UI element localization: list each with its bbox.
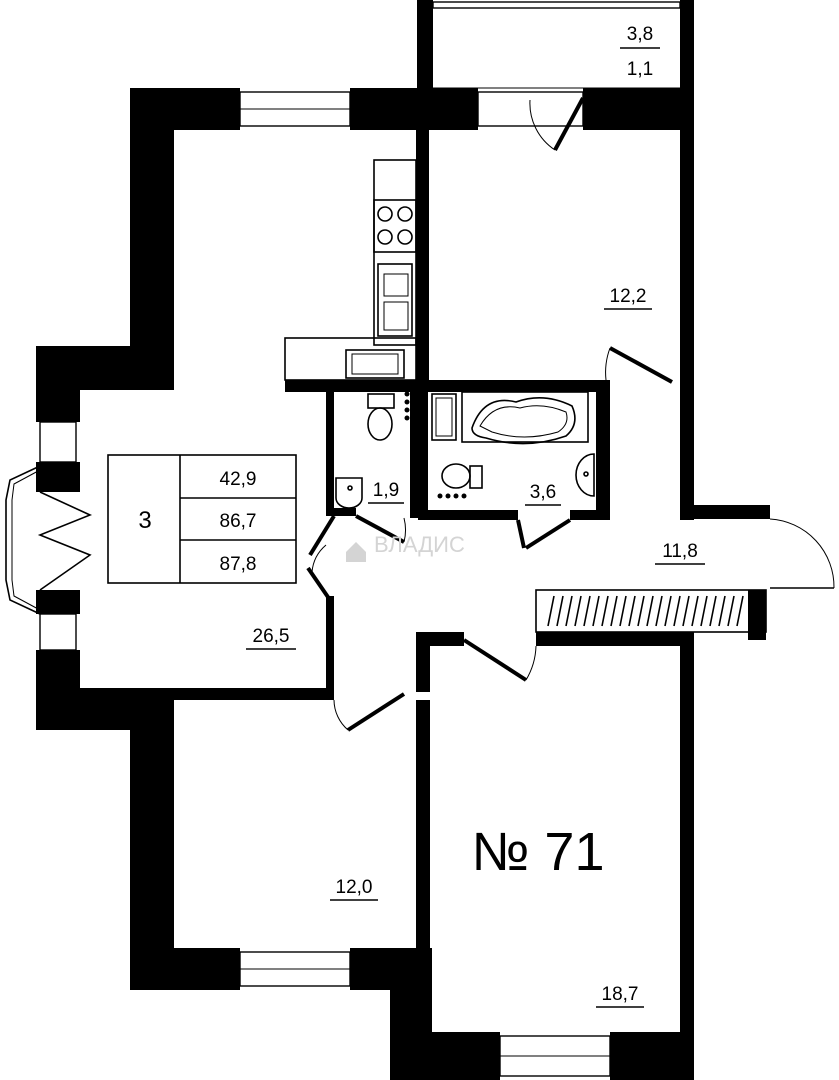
- living-kitchen-area: 26,5: [253, 626, 290, 647]
- room-labels: 3,8 1,1 12,2 1,9 3,6 11,8 26,5 12,0 18,7…: [246, 24, 705, 1008]
- hatch-stroke: [574, 595, 582, 627]
- toilet-area: 1,9: [373, 480, 399, 501]
- hatch-stroke: [556, 595, 564, 627]
- bedroom-bottom-right-area: 18,7: [602, 984, 639, 1005]
- balcony-reduced-area-label: 1,1: [627, 59, 653, 80]
- living-area-value: 42,9: [220, 469, 257, 490]
- hatch-stroke: [610, 595, 618, 627]
- hatch-stroke: [727, 595, 735, 627]
- hatch-stroke: [628, 595, 636, 627]
- hatch-stroke: [664, 595, 672, 627]
- hatch-stroke: [736, 595, 744, 627]
- outer-walls: [36, 88, 770, 1080]
- hatch-stroke: [700, 595, 708, 627]
- interior-walls: [174, 126, 767, 1000]
- hatch-stroke: [709, 595, 717, 627]
- washbasin-icon: [575, 453, 595, 497]
- total-area-value: 86,7: [220, 511, 257, 532]
- hatch-stroke: [691, 595, 699, 627]
- toilet-fixtures: [335, 391, 410, 509]
- hatch-stroke: [592, 595, 600, 627]
- hatch-stroke: [619, 595, 627, 627]
- hatch-stroke: [718, 595, 726, 627]
- bathtub-icon: [461, 391, 589, 445]
- kitchen-counter: [284, 159, 417, 381]
- balcony-area-label: 3,8: [627, 24, 653, 45]
- windows: [5, 91, 611, 1077]
- bedroom-top-right-area: 12,2: [610, 286, 647, 307]
- total-area-with-balcony-value: 87,8: [220, 554, 257, 575]
- hatch-stroke: [673, 595, 681, 627]
- hatch-stroke: [682, 595, 690, 627]
- sink-icon: [377, 263, 413, 337]
- stove-icon: [373, 199, 417, 253]
- apartment-number: № 71: [472, 822, 605, 882]
- bathroom-area: 3,6: [530, 482, 556, 503]
- wardrobe-hatch: [547, 595, 744, 627]
- bedroom-bottom-left-area: 12,0: [336, 877, 373, 898]
- hatch-stroke: [583, 595, 591, 627]
- info-table: 3 42,9 86,7 87,8: [107, 454, 297, 584]
- hatch-stroke: [601, 595, 609, 627]
- bathroom-fixtures: [431, 391, 595, 499]
- toilet-icon: [367, 393, 395, 441]
- hatch-stroke: [547, 595, 555, 627]
- watermark: ВЛАДИС: [346, 532, 465, 562]
- hatch-stroke: [646, 595, 654, 627]
- toilet-icon: [441, 463, 483, 489]
- hatch-stroke: [655, 595, 663, 627]
- rooms-count: 3: [138, 507, 151, 534]
- hall-area: 11,8: [662, 541, 698, 562]
- hatch-stroke: [637, 595, 645, 627]
- oven-icon: [345, 349, 405, 379]
- handsink-icon: [335, 477, 363, 509]
- doors: [306, 97, 835, 732]
- watermark-text: ВЛАДИС: [374, 532, 465, 557]
- hatch-stroke: [565, 595, 573, 627]
